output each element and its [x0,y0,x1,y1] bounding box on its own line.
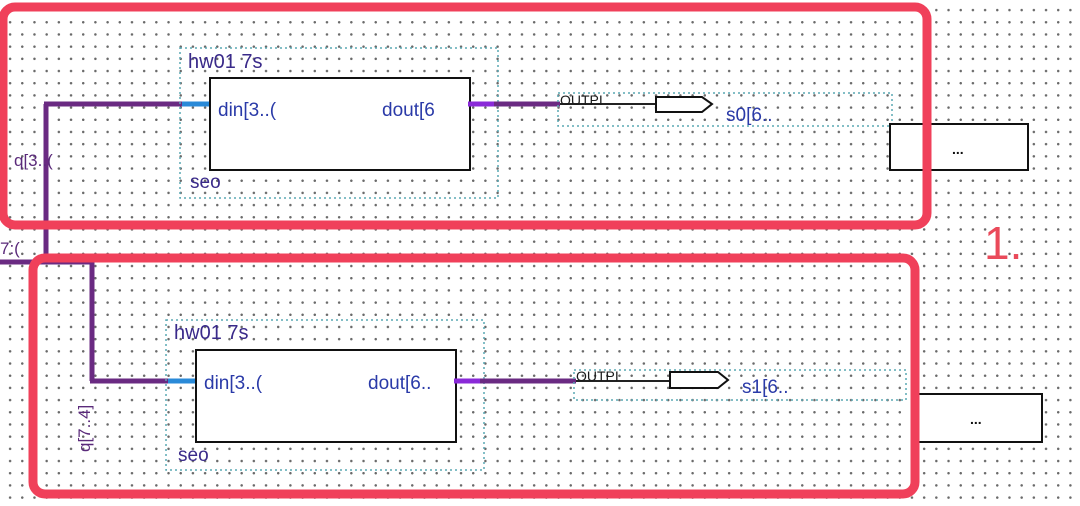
bottom-output-port-label: dout[6.. [368,373,432,394]
top-block-footer: seo [190,172,221,193]
top-block-title: hw01 7s [188,51,263,73]
top-module-box[interactable] [209,77,471,171]
bottom-pin-name: s1[6.. [742,377,789,398]
top-value-box[interactable] [889,123,1029,171]
main-bus-label: 7:( [0,239,20,258]
top-output-pin-icon[interactable] [655,96,714,113]
bottom-block-footer: seo [178,445,209,466]
top-highlight-frame [0,2,932,230]
bottom-value-ellipsis: ... [970,411,982,427]
top-input-port-label: din[3..( [218,100,277,121]
bottom-output-pin-icon[interactable] [669,371,730,389]
bottom-block-title: hw01 7s [174,322,249,344]
bottom-branch-label: q[7..4] [75,404,94,452]
bottom-pin-frame [573,369,907,401]
top-pin-frame [557,92,893,127]
top-pin-name: s0[6.. [726,105,773,126]
top-branch-label: q[3..( [14,151,53,170]
bottom-module-box[interactable] [195,349,457,443]
annotation-number: 1. [984,217,1023,269]
bottom-instance-frame [165,319,485,471]
top-instance-frame [179,47,499,199]
top-value-ellipsis: ... [952,141,964,157]
top-output-port-label: dout[6 [382,100,435,121]
bottom-pin-label: OUTPI [576,368,619,384]
bottom-highlight-frame [28,253,920,499]
bottom-input-port-label: din[3..( [204,373,263,394]
top-pin-label: OUTPI [560,92,603,108]
